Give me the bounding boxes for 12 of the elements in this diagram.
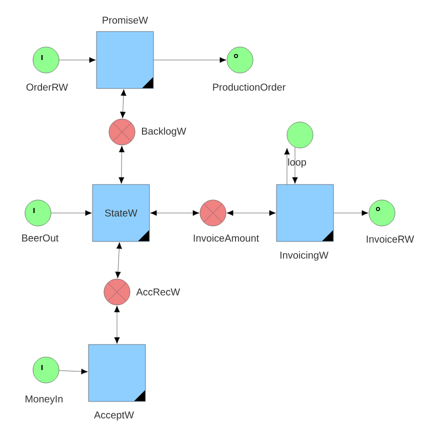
node-label: InvoiceAmount xyxy=(194,234,259,242)
node-label: BacklogW xyxy=(142,127,186,137)
node-label: OrderRW xyxy=(26,83,68,91)
node-label: AcceptW xyxy=(94,412,134,420)
node-label: AccRecW xyxy=(136,288,180,296)
node-label: MoneyIn xyxy=(26,396,63,404)
node-label: InvoiceRW xyxy=(366,235,414,243)
stock-box: StateW xyxy=(92,184,150,242)
node-label: InvoicingW xyxy=(280,251,328,261)
node-label: PromiseW xyxy=(102,16,148,24)
node-label: ProductionOrder xyxy=(213,83,286,91)
node-label: BeerOut xyxy=(22,234,59,242)
